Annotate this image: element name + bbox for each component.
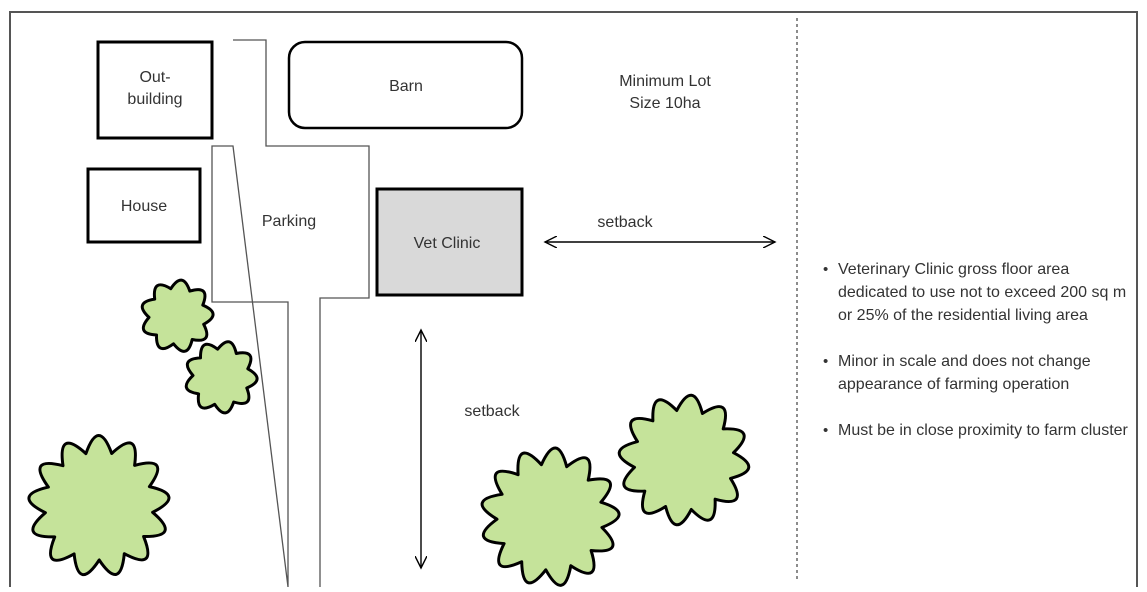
outbuilding-label: Out-building — [127, 69, 182, 108]
requirements-list: Veterinary Clinic gross floor area dedic… — [818, 258, 1140, 465]
requirement-item: Veterinary Clinic gross floor area dedic… — [818, 258, 1140, 327]
barn-box — [287, 40, 524, 130]
vet-clinic-label: Vet Clinic — [414, 235, 481, 252]
setback-vertical-label: setback — [464, 403, 520, 420]
vet-clinic-box — [375, 187, 524, 297]
driveway-parking-outline — [211, 39, 370, 588]
tree-shape — [184, 340, 259, 415]
tree-shape — [27, 433, 171, 577]
barn-label: Barn — [389, 78, 423, 95]
trees-group — [27, 278, 751, 587]
tree-shape — [140, 278, 215, 353]
house-box — [86, 167, 202, 244]
tree-shape — [480, 446, 621, 587]
tree-shape — [617, 393, 751, 527]
setback-horizontal-label: setback — [597, 214, 653, 231]
requirement-item: Minor in scale and does not change appea… — [818, 350, 1140, 396]
parking-label: Parking — [262, 213, 316, 230]
requirement-item: Must be in close proximity to farm clust… — [818, 419, 1140, 442]
outbuilding-box — [96, 40, 214, 140]
house-label: House — [121, 198, 167, 215]
